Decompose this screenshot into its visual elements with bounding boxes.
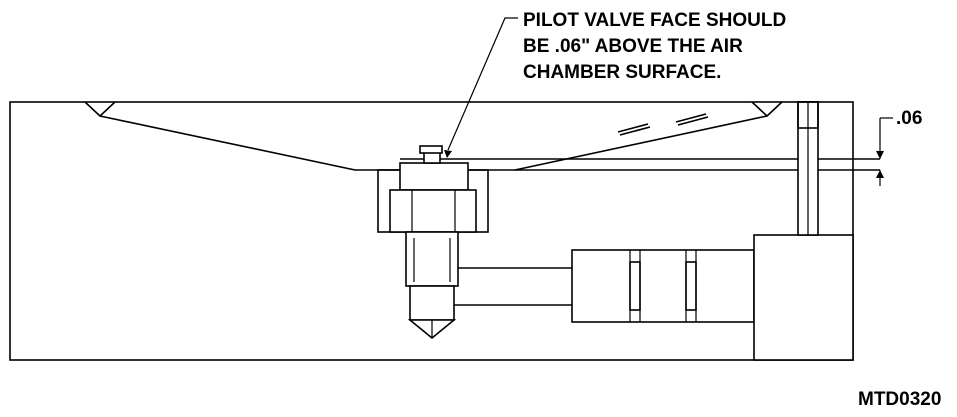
valve-cap (399, 162, 469, 191)
right-v-notch (751, 101, 783, 118)
dimension-06 (876, 117, 893, 186)
drawing-id: MTD0320 (858, 389, 941, 410)
valve-shank (409, 285, 455, 321)
right-block (753, 234, 854, 361)
note-line-3: CHAMBER SURFACE. (523, 62, 721, 83)
note-line-1: PILOT VALVE FACE SHOULD (523, 10, 786, 31)
left-chamber-slope (99, 115, 356, 171)
note-line-2: BE .06" ABOVE THE AIR (523, 36, 743, 57)
dimension-label: .06 (896, 108, 922, 129)
note-leader-arrow (444, 17, 518, 158)
cylinder-body (571, 249, 755, 323)
right-chamber-slope (514, 115, 768, 171)
slope-hatch-marks (617, 113, 709, 136)
pilot-screw-head (419, 145, 443, 154)
hex-nut (389, 189, 477, 233)
left-v-notch (84, 101, 116, 118)
chamber-body-outline (9, 101, 854, 361)
